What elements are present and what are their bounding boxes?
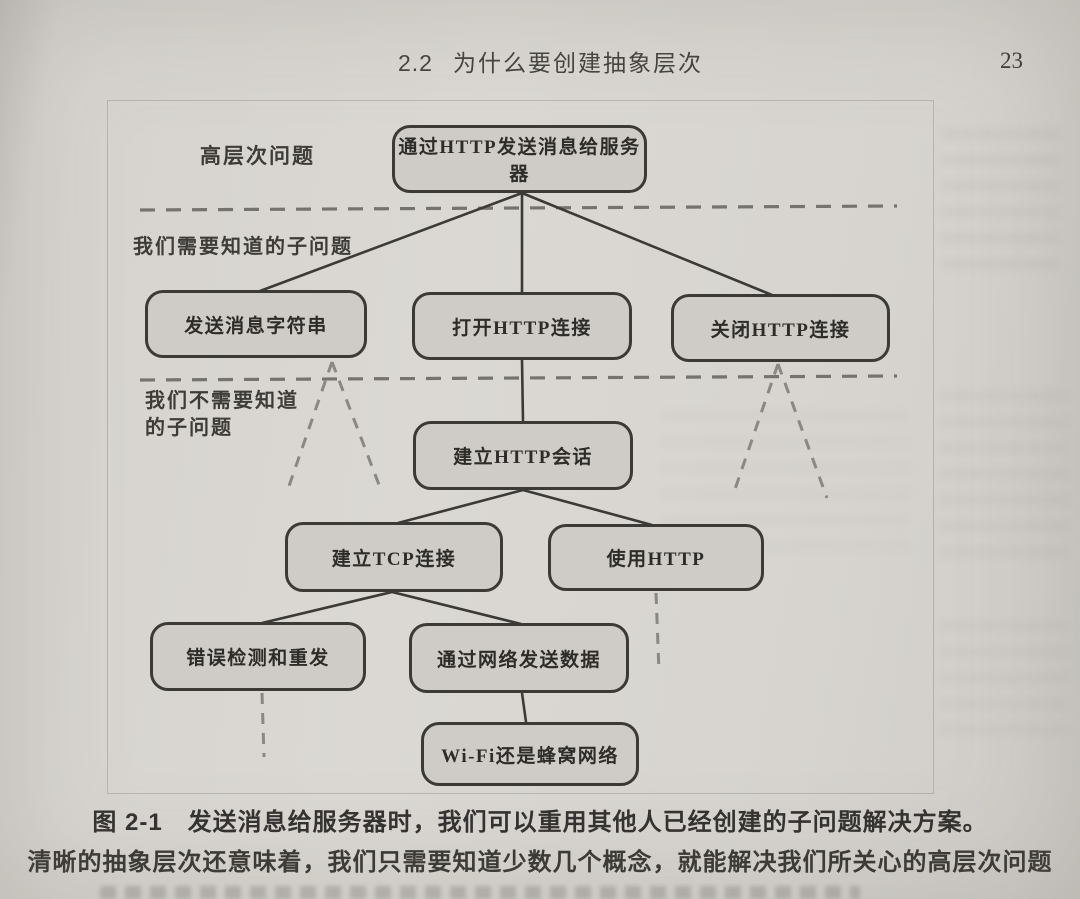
bleed-through-artifact: [938, 620, 1068, 750]
page-number: 23: [1000, 48, 1023, 73]
partial-next-paragraph: [100, 886, 860, 899]
node-error-retry: 错误检测和重发: [150, 622, 366, 691]
node-close-http: 关闭HTTP连接: [671, 294, 890, 362]
node-label: 发送消息字符串: [184, 315, 328, 337]
node-label: 通过网络发送数据: [436, 649, 601, 671]
figure-frame: [107, 100, 934, 794]
node-tcp-conn: 建立TCP连接: [285, 522, 503, 592]
label-high-level-problem: 高层次问题: [200, 145, 315, 168]
node-label: 建立HTTP会话: [453, 447, 593, 468]
section-number: 2.2: [398, 50, 433, 76]
node-label: 错误检测和重发: [186, 648, 330, 669]
node-label: 通过HTTP发送消息给服务器: [398, 137, 641, 185]
node-send-string: 发送消息字符串: [145, 290, 367, 358]
node-net-send: 通过网络发送数据: [409, 623, 629, 693]
node-label: 打开HTTP连接: [452, 317, 592, 339]
node-label: 建立TCP连接: [331, 548, 457, 570]
node-label: 关闭HTTP连接: [710, 319, 851, 341]
node-label: 使用HTTP: [606, 549, 706, 570]
bleed-through-artifact: [938, 390, 1068, 570]
section-title: 为什么要创建抽象层次: [452, 50, 703, 76]
label-unknown-line1: 我们不需要知道: [145, 390, 299, 412]
node-send-http: 通过HTTP发送消息给服务器: [392, 125, 647, 193]
bleed-through-artifact: [940, 128, 1060, 278]
page-header: 2.2 为什么要创建抽象层次: [398, 44, 703, 78]
label-unknown-subproblems: 我们不需要知道 的子问题: [145, 388, 299, 442]
node-wifi-cell: Wi-Fi还是蜂窝网络: [421, 722, 639, 786]
label-known-subproblems: 我们需要知道的子问题: [133, 236, 353, 258]
node-open-http: 打开HTTP连接: [412, 292, 632, 360]
node-http-session: 建立HTTP会话: [413, 421, 633, 490]
label-unknown-line2: 的子问题: [145, 417, 233, 439]
node-label: Wi-Fi还是蜂窝网络: [441, 745, 619, 767]
figure-caption-line2: 清晰的抽象层次还意味着，我们只需要知道少数几个概念，就能解决我们所关心的高层次问…: [27, 849, 1053, 876]
node-use-http: 使用HTTP: [548, 524, 764, 591]
figure-caption-line1: 图 2-1 发送消息给服务器时，我们可以重用其他人已经创建的子问题解决方案。: [92, 809, 988, 836]
